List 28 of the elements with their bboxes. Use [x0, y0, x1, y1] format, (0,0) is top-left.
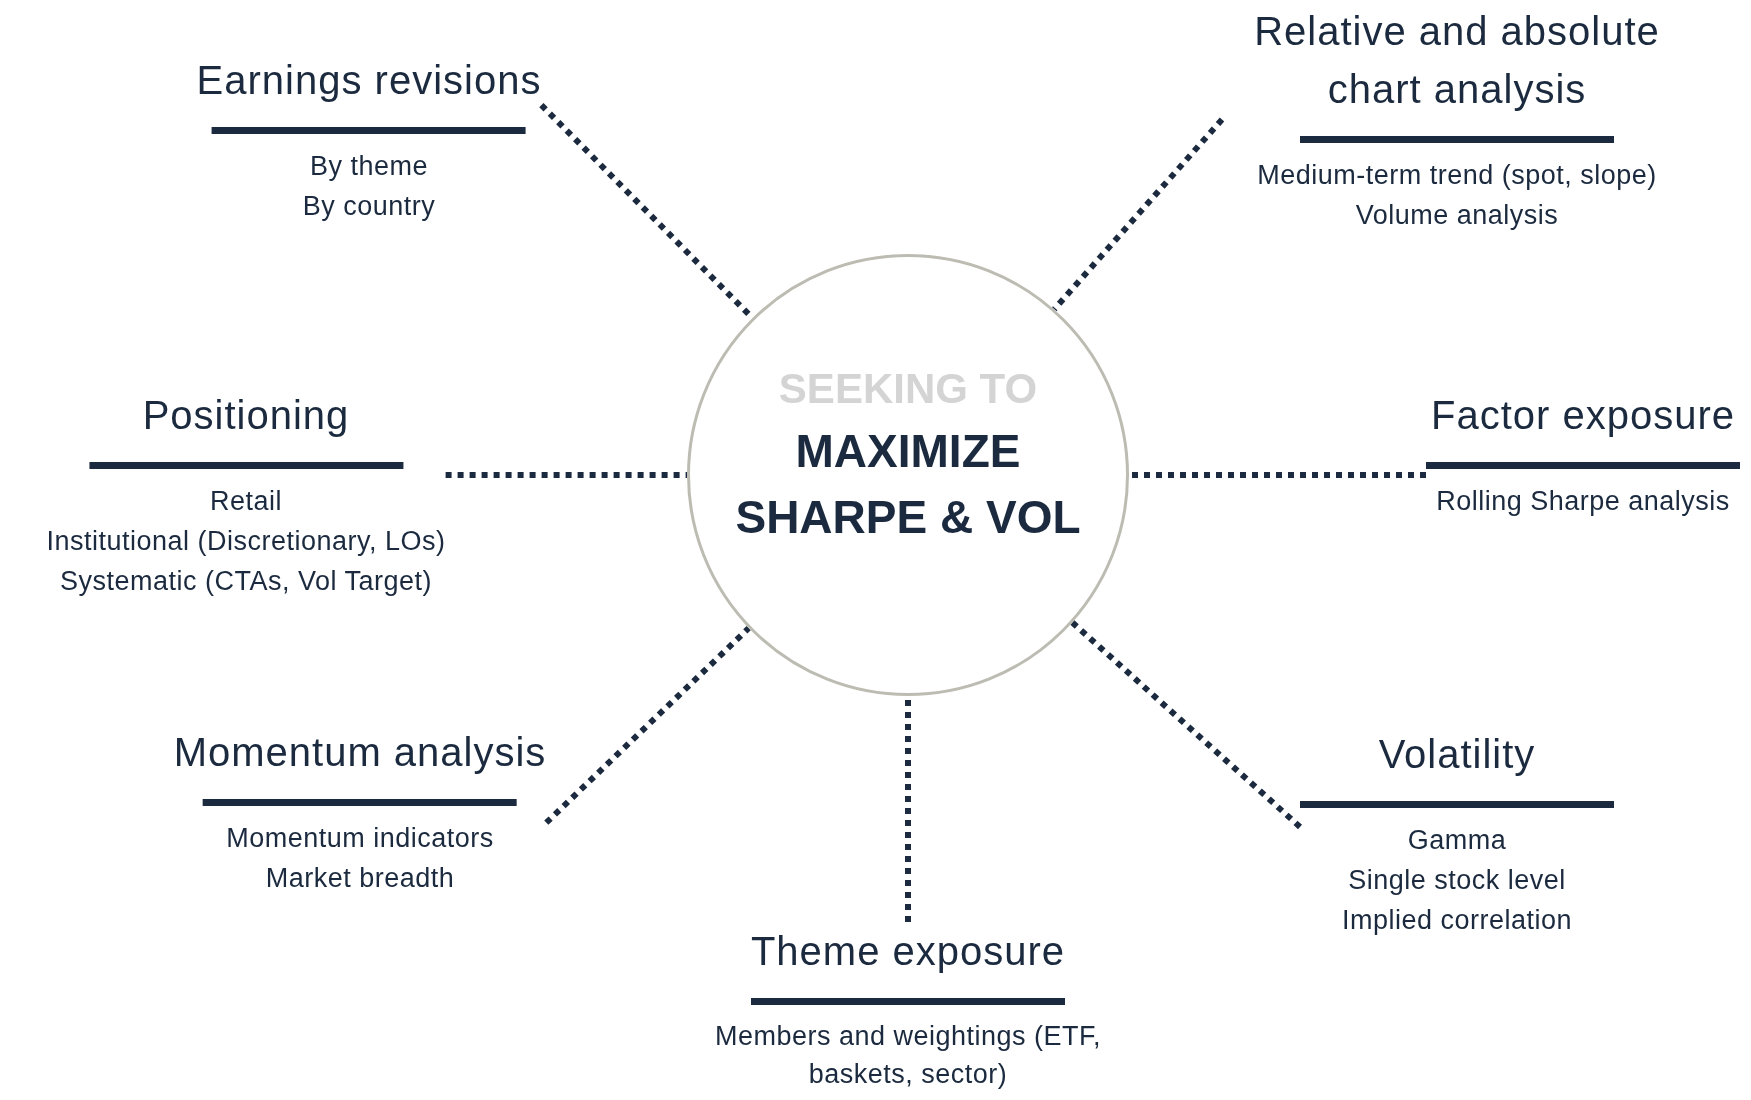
detail-text: Medium-term trend (spot, slope)	[1256, 159, 1658, 192]
topic-heading: Earnings revisions	[196, 57, 542, 104]
topic-heading: Volatility	[1377, 731, 1537, 778]
detail-text: Volume analysis	[1354, 199, 1560, 232]
main-title: MAXIMIZE SHARPE & VOL	[734, 424, 1082, 545]
dotted-connector	[445, 472, 687, 478]
detail-text: By country	[301, 190, 437, 223]
topic-heading: Theme exposure	[749, 928, 1067, 975]
topic-heading: Momentum analysis	[173, 729, 547, 776]
detail-text: Institutional (Discretionary, LOs)	[46, 525, 446, 558]
dotted-connector	[1129, 472, 1426, 478]
detail-text: Market breadth	[264, 862, 456, 895]
detail-text: Retail	[209, 485, 283, 518]
dotted-connector	[1052, 117, 1225, 312]
topic-heading: Positioning	[141, 392, 351, 439]
dotted-connector	[1070, 620, 1302, 830]
detail-text: By theme	[308, 150, 429, 183]
topic-heading: Factor exposure	[1430, 392, 1736, 439]
detail-text: Members and weightings (ETF, baskets, sector)	[713, 1020, 1103, 1091]
detail-text: Systematic (CTAs, Vol Target)	[58, 565, 434, 598]
detail-text: Implied correlation	[1340, 904, 1574, 937]
detail-text: Momentum indicators	[225, 822, 495, 855]
dotted-connector	[544, 626, 751, 825]
detail-text: Gamma	[1406, 824, 1508, 857]
detail-text: Single stock level	[1347, 864, 1567, 897]
center-circle	[687, 254, 1129, 696]
detail-text: Rolling Sharpe analysis	[1435, 485, 1731, 518]
topic-heading: Relative and absolute chart analysis	[1253, 8, 1661, 113]
